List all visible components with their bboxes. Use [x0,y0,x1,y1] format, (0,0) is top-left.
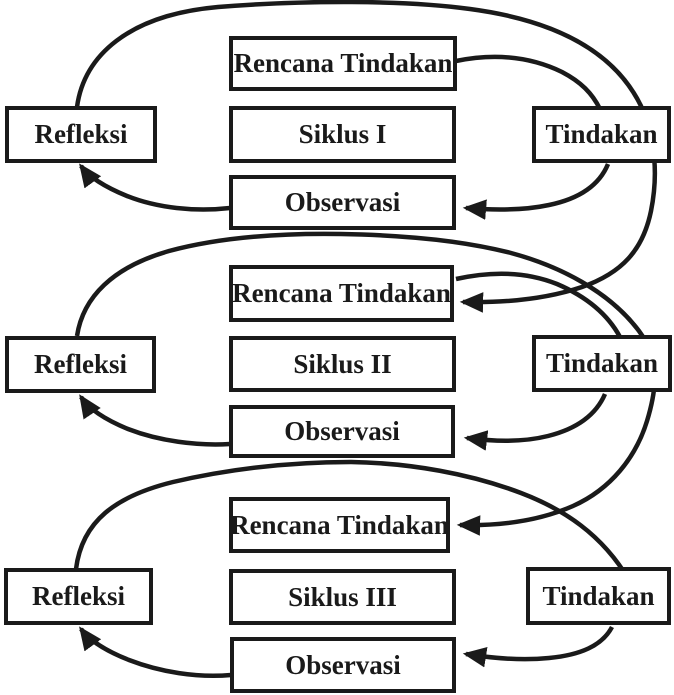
arrow-refleksi2-to-rencana3 [74,231,657,536]
box-observasi-siklus3: Observasi [230,637,456,693]
arrow-observasi3-to-refleksi3 [79,626,232,679]
arrow-refleksi3-to-tindakan3 [73,459,631,582]
box-rencana-tindakan-siklus3: Rencana Tindakan [229,497,450,553]
box-refleksi-siklus1: Refleksi [5,106,157,163]
box-tindakan-siklus3: Tindakan [526,567,671,625]
box-tindakan-siklus2: Tindakan [532,335,672,392]
box-refleksi-siklus3: Refleksi [4,568,153,625]
box-siklus2: Siklus II [229,336,456,392]
arrow-tindakan1-to-observasi1 [462,163,611,220]
arrow-tindakan2-to-observasi2 [463,393,608,451]
box-siklus3: Siklus III [229,569,456,625]
arrow-rencana1-to-tindakan1 [455,54,603,111]
arrow-observasi1-to-refleksi1 [79,163,231,212]
box-rencana-tindakan-siklus2: Rencana Tindakan [229,265,454,322]
arrow-tindakan3-to-observasi3 [462,625,614,668]
box-refleksi-siklus2: Refleksi [5,336,156,393]
arrow-observasi2-to-refleksi2 [79,394,231,447]
box-siklus1: Siklus I [229,106,456,163]
box-tindakan-siklus1: Tindakan [532,106,671,163]
box-rencana-tindakan-siklus1: Rencana Tindakan [229,36,457,91]
arrow-rencana2-to-tindakan2 [455,271,622,339]
box-observasi-siklus2: Observasi [229,405,455,458]
box-observasi-siklus1: Observasi [229,175,456,230]
